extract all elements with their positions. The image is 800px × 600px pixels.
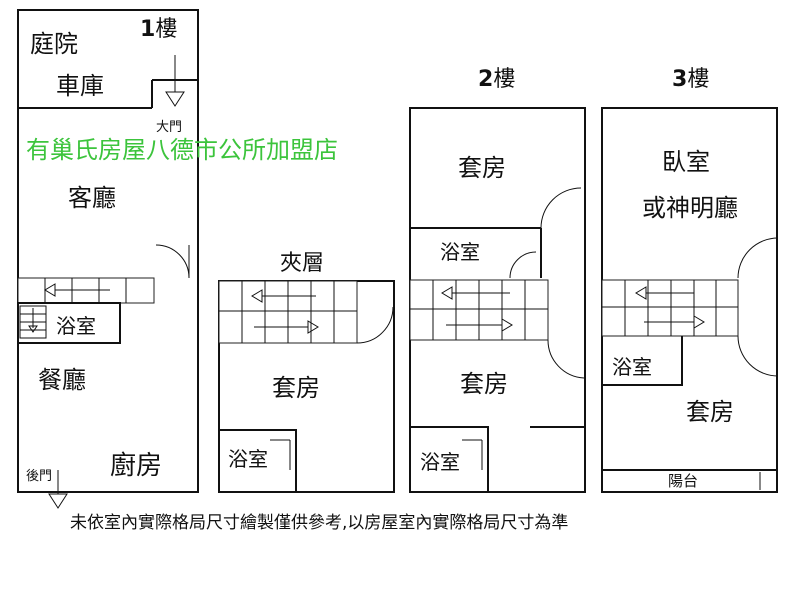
floor-1-outline [17, 9, 199, 493]
bath-mezz-walls [219, 429, 297, 492]
back-door-arrow-icon [48, 493, 68, 509]
room-bedroom: 臥室 [662, 148, 710, 176]
suite-f2-top-door-arc [540, 187, 582, 229]
mezzanine-plan: 夾層 套房 浴室 [218, 251, 395, 493]
bath-f2-top-door-arc [509, 251, 537, 279]
floor-2-label: 2樓 [478, 67, 515, 92]
suite-f3-door-arc [737, 335, 779, 377]
room-dining: 餐廳 [38, 366, 86, 394]
living-door-arc [155, 244, 190, 279]
room-garage: 車庫 [56, 72, 104, 100]
room-bath-mezz: 浴室 [228, 447, 268, 471]
room-courtyard: 庭院 [30, 30, 78, 58]
room-suite-f2-top: 套房 [458, 154, 506, 182]
disclaimer-note: 未依室內實際格局尺寸繪製僅供參考,以房屋室內實際格局尺寸為準 [70, 513, 568, 533]
mezzanine-label: 夾層 [280, 251, 324, 276]
floor-1-plan: 1樓 庭院 車庫 大門 客廳 浴室 餐廳 廚房 後門 [17, 9, 199, 509]
main-door-arrow-icon [165, 91, 185, 107]
bath-f1-walls [17, 302, 121, 344]
room-suite-f3: 套房 [686, 398, 734, 426]
room-bedroom-alt: 或神明廳 [642, 194, 738, 222]
room-bath-f2-top: 浴室 [440, 240, 480, 264]
room-kitchen: 廚房 [110, 451, 162, 481]
main-door-label: 大門 [156, 120, 182, 135]
room-suite-f2-bottom: 套房 [460, 370, 508, 398]
floor-3-plan: 3樓 臥室 或神明廳 浴室 套房 陽台 [601, 67, 779, 493]
room-bath-f3: 浴室 [612, 355, 652, 379]
suite-f2-bottom-door-arc [547, 339, 585, 379]
mezzanine-door-arc [356, 306, 394, 344]
floor-2-plan: 2樓 套房 浴室 套房 浴室 [409, 67, 586, 493]
room-living: 客廳 [68, 184, 116, 212]
room-bath-f2-bottom: 浴室 [420, 450, 460, 474]
room-bath-f1: 浴室 [56, 314, 96, 338]
room-suite-mezz: 套房 [272, 374, 320, 402]
stairs-f3 [601, 279, 739, 337]
floor-3-label: 3樓 [672, 67, 709, 92]
room-balcony: 陽台 [668, 472, 698, 490]
bedroom-door-arc [737, 237, 779, 279]
back-door-label: 後門 [26, 469, 52, 484]
agency-watermark: 有巢氏房屋八德市公所加盟店 [26, 136, 338, 164]
floor-1-label: 1樓 [140, 17, 177, 42]
